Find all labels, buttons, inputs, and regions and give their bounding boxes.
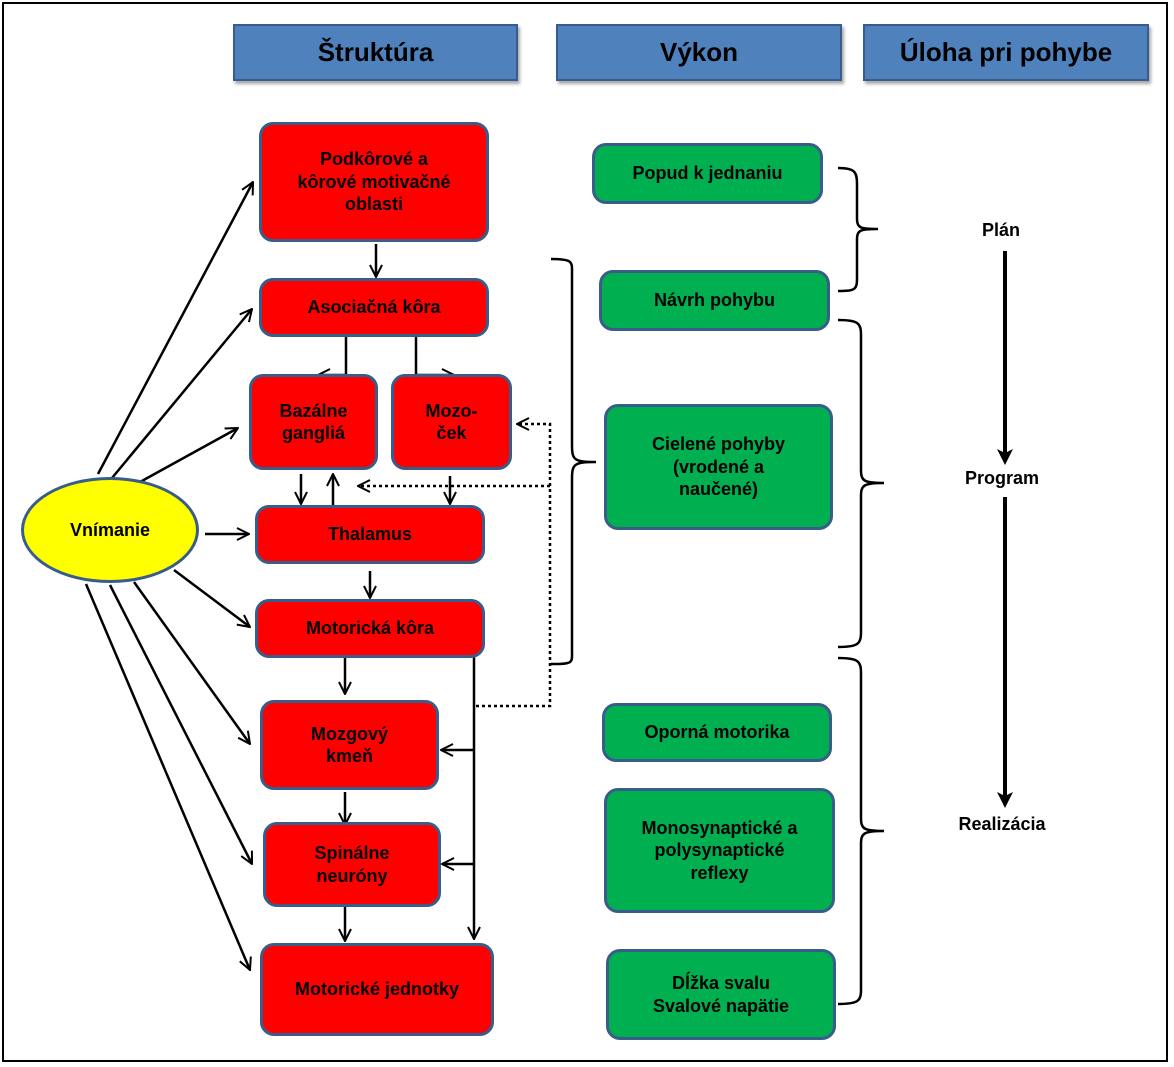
cerebellum-box: Mozo- ček: [391, 374, 512, 470]
motor-cortex-box: Motorická kôra: [255, 599, 485, 658]
reflexes-box: Monosynaptické a polysynaptické reflexy: [604, 788, 835, 913]
role-realization-label: Realizácia: [958, 814, 1046, 834]
association-cortex-box: Asociačná kôra: [259, 278, 489, 337]
basal-ganglia-box: Bazálne gangliá: [249, 374, 378, 470]
brainstem-box: Mozgový kmeň: [260, 700, 439, 790]
support-motor-box: Oporná motorika: [602, 703, 832, 762]
brace-realization: [837, 656, 885, 1006]
drive-box: Popud k jednaniu: [592, 143, 823, 204]
header-performance: Výkon: [556, 24, 842, 81]
motivation-areas-box: Podkôrové a kôrové motivačné oblasti: [259, 122, 489, 242]
perception-arrow-motivation: [96, 182, 255, 475]
perception-arrow-motor-cortex: [173, 569, 250, 627]
role-program-label: Program: [964, 468, 1040, 488]
spinal-neurons-box: Spinálne neuróny: [263, 822, 441, 907]
feedback-cerebellum: [476, 424, 552, 708]
perception-arrow-association: [111, 309, 252, 479]
perception-arrow-basal: [139, 426, 238, 484]
split-association: [344, 332, 418, 374]
perception-ellipse: Vnímanie: [21, 477, 199, 583]
brace-plan: [837, 166, 879, 293]
perception-arrow-motor-units: [84, 583, 250, 970]
perception-arrow-brainstem: [132, 581, 250, 744]
motor-units-box: Motorické jednotky: [260, 943, 494, 1036]
brace-structure: [550, 257, 597, 666]
header-role: Úloha pri pohybe: [863, 24, 1149, 81]
thalamus-box: Thalamus: [255, 505, 485, 564]
movement-design-box: Návrh pohybu: [599, 270, 830, 331]
role-plan-label: Plán: [981, 220, 1021, 240]
header-structure: Štruktúra: [233, 24, 518, 81]
brace-program: [837, 318, 885, 649]
targeted-movements-box: Cielené pohyby (vrodené a naučené): [604, 404, 833, 530]
perception-arrow-spinal: [108, 584, 254, 864]
muscle-length-tension-box: Dĺžka svalu Svalové napätie: [606, 949, 836, 1040]
